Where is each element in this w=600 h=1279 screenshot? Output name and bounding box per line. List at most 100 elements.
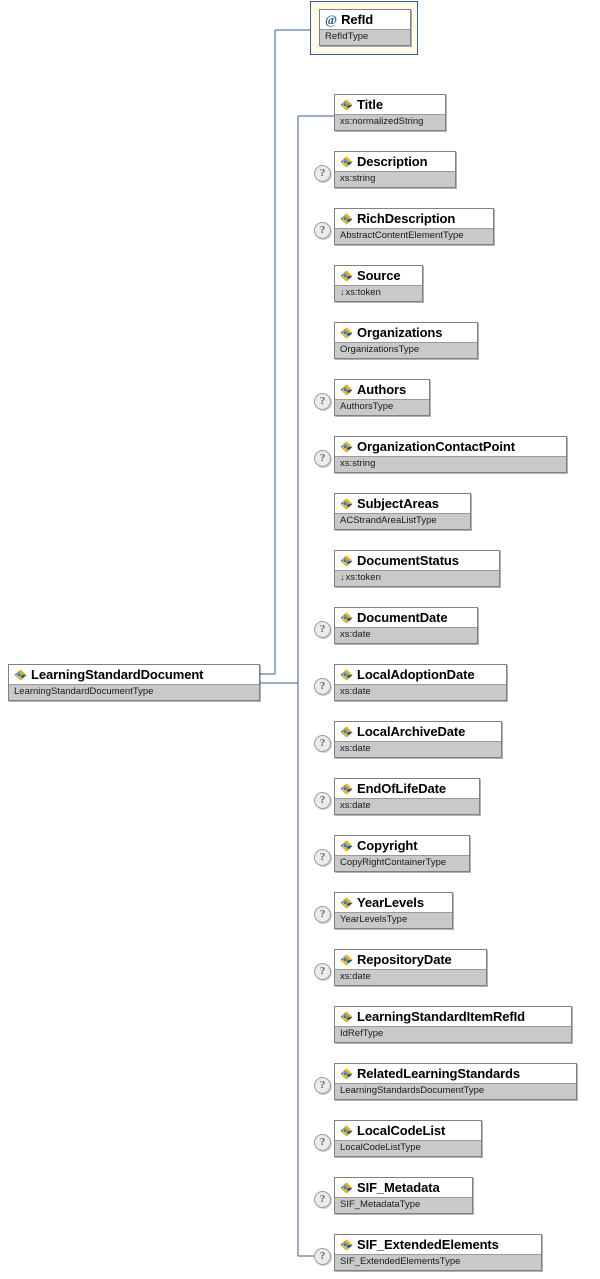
- node-endoflifedate[interactable]: EndOfLifeDate xs:date: [334, 778, 480, 815]
- node-type-label: RefIdType: [325, 31, 369, 42]
- node-type: AuthorsType: [335, 399, 429, 415]
- node-name: YearLevels: [357, 895, 424, 910]
- node-type-label: CopyRightContainerType: [340, 857, 447, 868]
- node-type-label: xs:token: [345, 572, 381, 583]
- node-type-label: IdRefType: [340, 1028, 384, 1039]
- node-name: LocalArchiveDate: [357, 724, 466, 739]
- node-name: SIF_ExtendedElements: [357, 1237, 499, 1252]
- element-icon: [340, 612, 353, 623]
- element-icon: [340, 384, 353, 395]
- node-type-label: AbstractContentElementType: [340, 230, 464, 241]
- element-icon: [340, 669, 353, 680]
- node-header: LearningStandardDocument: [9, 665, 259, 684]
- node-title[interactable]: Title xs:normalizedString: [334, 94, 446, 131]
- element-icon: [340, 213, 353, 224]
- element-icon: [340, 1068, 353, 1079]
- node-type: SIF_MetadataType: [335, 1197, 472, 1213]
- node-header: LocalAdoptionDate: [335, 665, 506, 684]
- element-icon: [340, 99, 353, 110]
- node-header: RichDescription: [335, 209, 493, 228]
- attribute-frame-refid: @ RefId RefIdType: [310, 1, 418, 55]
- node-name: LocalAdoptionDate: [357, 667, 475, 682]
- element-icon: [340, 441, 353, 452]
- node-name: Authors: [357, 382, 407, 397]
- optional-question-icon: ?: [314, 1191, 331, 1208]
- node-type: xs:date: [335, 684, 506, 700]
- node-type: xs:normalizedString: [335, 114, 445, 130]
- node-organizationcontactpoint[interactable]: OrganizationContactPoint xs:string: [334, 436, 567, 473]
- element-icon: [340, 555, 353, 566]
- node-type-label: xs:string: [340, 458, 376, 469]
- node-name: SubjectAreas: [357, 496, 439, 511]
- node-header: LocalCodeList: [335, 1121, 481, 1140]
- node-header: Source: [335, 266, 422, 285]
- node-header: DocumentStatus: [335, 551, 499, 570]
- node-type: IdRefType: [335, 1026, 571, 1042]
- element-icon: [340, 1011, 353, 1022]
- node-type-label: OrganizationsType: [340, 344, 420, 355]
- node-type: RefIdType: [320, 29, 410, 45]
- down-arrow-icon: ↓: [340, 571, 345, 582]
- node-type-label: xs:date: [340, 800, 371, 811]
- node-name: DocumentStatus: [357, 553, 459, 568]
- node-name: Organizations: [357, 325, 443, 340]
- node-source[interactable]: Source ↓xs:token: [334, 265, 423, 302]
- optional-question-icon: ?: [314, 1134, 331, 1151]
- element-icon: [340, 1239, 353, 1250]
- node-type-label: YearLevelsType: [340, 914, 408, 925]
- node-type: LocalCodeListType: [335, 1140, 481, 1156]
- node-header: DocumentDate: [335, 608, 477, 627]
- node-type: ↓xs:token: [335, 285, 422, 301]
- node-name: Title: [357, 97, 383, 112]
- down-arrow-icon: ↓: [340, 286, 345, 297]
- node-header: RepositoryDate: [335, 950, 486, 969]
- node-header: EndOfLifeDate: [335, 779, 479, 798]
- node-header: Title: [335, 95, 445, 114]
- element-icon: [340, 1125, 353, 1136]
- node-type-label: ACStrandAreaListType: [340, 515, 437, 526]
- node-localadoptiondate[interactable]: LocalAdoptionDate xs:date: [334, 664, 507, 701]
- node-header: SIF_ExtendedElements: [335, 1235, 541, 1254]
- node-type: YearLevelsType: [335, 912, 452, 928]
- node-name: Copyright: [357, 838, 418, 853]
- node-type-label: xs:token: [345, 287, 381, 298]
- optional-question-icon: ?: [314, 906, 331, 923]
- node-name: RelatedLearningStandards: [357, 1066, 521, 1081]
- node-name: EndOfLifeDate: [357, 781, 446, 796]
- node-type-label: xs:normalizedString: [340, 116, 424, 127]
- node-type: LearningStandardsDocumentType: [335, 1083, 576, 1099]
- element-icon: [340, 327, 353, 338]
- optional-question-icon: ?: [314, 792, 331, 809]
- element-icon: [340, 1182, 353, 1193]
- element-icon: [14, 669, 27, 680]
- node-refid[interactable]: @ RefId RefIdType: [319, 9, 411, 46]
- node-header: LearningStandardItemRefId: [335, 1007, 571, 1026]
- node-type-label: LocalCodeListType: [340, 1142, 421, 1153]
- node-learning-standard-document[interactable]: LearningStandardDocument LearningStandar…: [8, 664, 260, 701]
- element-icon: [340, 726, 353, 737]
- node-documentstatus[interactable]: DocumentStatus ↓xs:token: [334, 550, 500, 587]
- node-type-label: xs:date: [340, 686, 371, 697]
- node-name: OrganizationContactPoint: [357, 439, 515, 454]
- node-type-label: xs:string: [340, 173, 376, 184]
- node-name: Source: [357, 268, 401, 283]
- optional-question-icon: ?: [314, 963, 331, 980]
- node-header: Authors: [335, 380, 429, 399]
- element-icon: [340, 783, 353, 794]
